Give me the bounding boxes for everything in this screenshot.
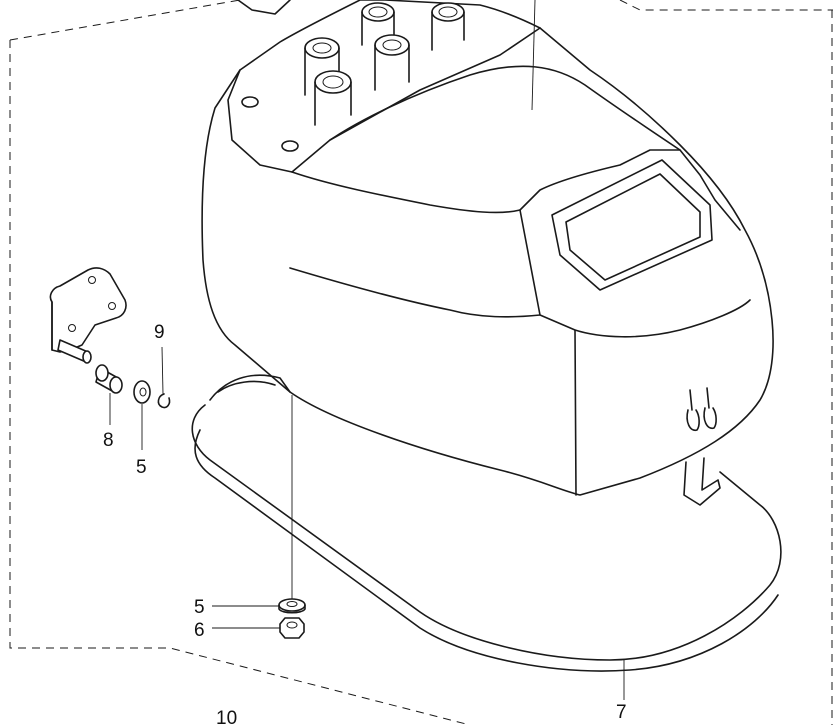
callout-5-upper: 5 [136,457,147,478]
assembly-boundary-top [9,0,241,41]
callout-9: 9 [154,322,165,343]
callout-5-lower: 5 [194,597,205,618]
retaining-clip [157,393,171,409]
callout-7: 7 [616,702,627,723]
cover-seal [191,374,782,672]
assembly-boundary-right [619,0,833,11]
assembly-boundary-dashed [9,40,471,725]
bushing [95,364,123,394]
washer-upper [133,380,151,404]
engine-cover [201,0,774,506]
washer-lower [278,598,306,614]
upper-part-fragment [237,0,291,15]
latch-bracket [49,267,127,364]
callout-6: 6 [194,620,205,641]
nut [279,617,305,639]
callout-10: 10 [216,708,237,725]
callout-8: 8 [103,430,114,451]
